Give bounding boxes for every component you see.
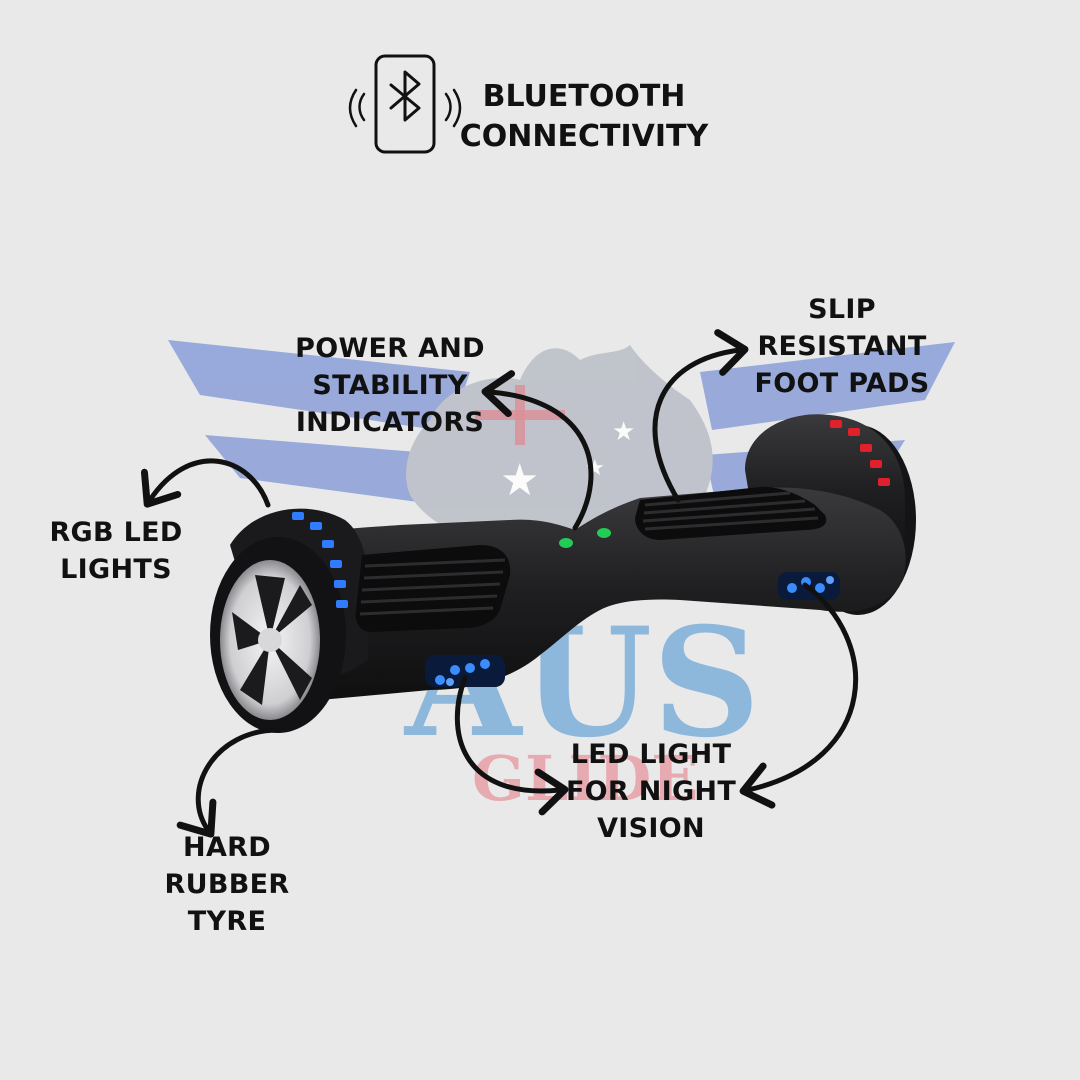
label-rgb-led: RGB LED LIGHTS <box>48 514 184 588</box>
arrow-led-front <box>454 675 569 816</box>
wing-right <box>700 342 955 430</box>
bluetooth-phone-icon <box>348 54 462 154</box>
board-body <box>255 487 906 700</box>
flag-cross-v <box>515 385 525 445</box>
arrow-slip <box>652 329 749 503</box>
arrow-led-rear <box>739 582 859 809</box>
label-power-indicators: POWER AND STABILITY INDICATORS <box>290 330 490 441</box>
hoverboard <box>210 414 916 733</box>
label-tyre-line2: RUBBER <box>164 869 290 900</box>
label-rgb-line2: LIGHTS <box>60 554 172 585</box>
flag-star: ★ <box>500 455 539 506</box>
arrow-tyre <box>176 727 281 838</box>
wheel-center <box>258 628 282 652</box>
right-pad-ridges <box>642 491 819 531</box>
left-pad-ridges <box>359 558 506 616</box>
label-power-line3: INDICATORS <box>295 407 485 438</box>
label-led-line1: LED LIGHT <box>570 739 732 770</box>
label-slip-line2: RESISTANT <box>757 331 927 362</box>
label-led-night-vision: LED LIGHT FOR NIGHT VISION <box>556 736 746 847</box>
label-power-line1: POWER AND <box>295 333 485 364</box>
callout-arrows <box>140 329 859 838</box>
label-tyre-line1: HARD <box>183 832 271 863</box>
power-indicators <box>559 528 611 548</box>
label-power-line2: STABILITY <box>312 370 468 401</box>
label-slip-resistant: SLIP RESISTANT FOOT PADS <box>752 291 932 402</box>
label-slip-line3: FOOT PADS <box>754 368 930 399</box>
flag-star-small: ★ <box>612 417 635 447</box>
bluetooth-title-line2: CONNECTIVITY <box>459 119 709 154</box>
wheel-spokes <box>232 575 312 705</box>
watermark-sub: GLIDE <box>472 742 699 815</box>
front-led-light <box>425 655 505 687</box>
label-slip-line1: SLIP <box>808 294 876 325</box>
red-led-strip <box>830 420 890 486</box>
label-led-line3: VISION <box>597 813 705 844</box>
bluetooth-title-line1: BLUETOOTH <box>482 79 686 114</box>
label-led-line2: FOR NIGHT <box>565 776 737 807</box>
arrow-power <box>481 370 594 531</box>
rgb-led-strip <box>292 512 348 608</box>
bluetooth-title: BLUETOOTH CONNECTIVITY <box>455 77 713 157</box>
label-hard-rubber-tyre: HARD RUBBER TYRE <box>157 829 297 940</box>
label-tyre-line3: TYRE <box>187 906 267 937</box>
label-rgb-line1: RGB LED <box>49 517 183 548</box>
wing-left-lower <box>205 435 455 505</box>
wing-left <box>168 340 470 432</box>
arrow-rgb <box>140 458 271 508</box>
